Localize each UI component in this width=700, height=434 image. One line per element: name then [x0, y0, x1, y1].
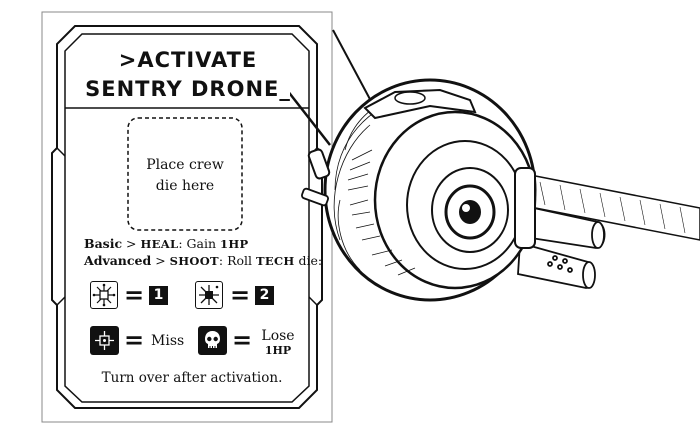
advanced-action: SHOOT [169, 254, 219, 268]
die-slot[interactable]: Place crew die here [128, 155, 242, 197]
sentry-drone-illustration [290, 29, 700, 302]
skull-icon [198, 326, 227, 355]
lose-amount: 1HP [264, 344, 292, 357]
result-value-2: 2 [255, 286, 274, 305]
card-title: >ACTIVATE SENTRY DRONE_ [78, 46, 298, 104]
result-lose: Lose 1HP [256, 329, 300, 358]
equals-sign: = [232, 326, 253, 354]
advanced-effect-end: die: [294, 253, 323, 268]
circuit-outline-icon [90, 281, 118, 309]
title-line-1: >ACTIVATE [118, 48, 258, 72]
basic-effect: : Gain [178, 236, 221, 251]
basic-arrow: > [126, 236, 137, 251]
card-footer: Turn over after activation. [101, 370, 283, 386]
equals-sign: = [124, 326, 145, 354]
advanced-rule: Advanced > SHOOT: Roll TECH die: [84, 253, 322, 269]
lose-text: Lose [261, 328, 295, 344]
basic-rule: Basic > HEAL: Gain 1HP [84, 236, 248, 252]
die-slot-line-1: Place crew [146, 157, 224, 173]
circuit-filled-icon [195, 281, 223, 309]
advanced-die: TECH [256, 254, 295, 268]
die-slot-line-2: die here [155, 178, 215, 194]
equals-sign: = [230, 281, 251, 309]
advanced-effect: : Roll [218, 253, 257, 268]
title-line-2: SENTRY DRONE_ [85, 77, 291, 101]
advanced-arrow: > [155, 253, 166, 268]
basic-amount: 1HP [220, 237, 249, 251]
result-value-1: 1 [149, 286, 168, 305]
result-miss: Miss [151, 333, 185, 349]
advanced-label: Advanced [84, 253, 152, 268]
basic-label: Basic [84, 236, 123, 251]
equals-sign: = [124, 281, 145, 309]
chip-filled-icon [90, 326, 119, 355]
basic-action: HEAL [140, 237, 179, 251]
